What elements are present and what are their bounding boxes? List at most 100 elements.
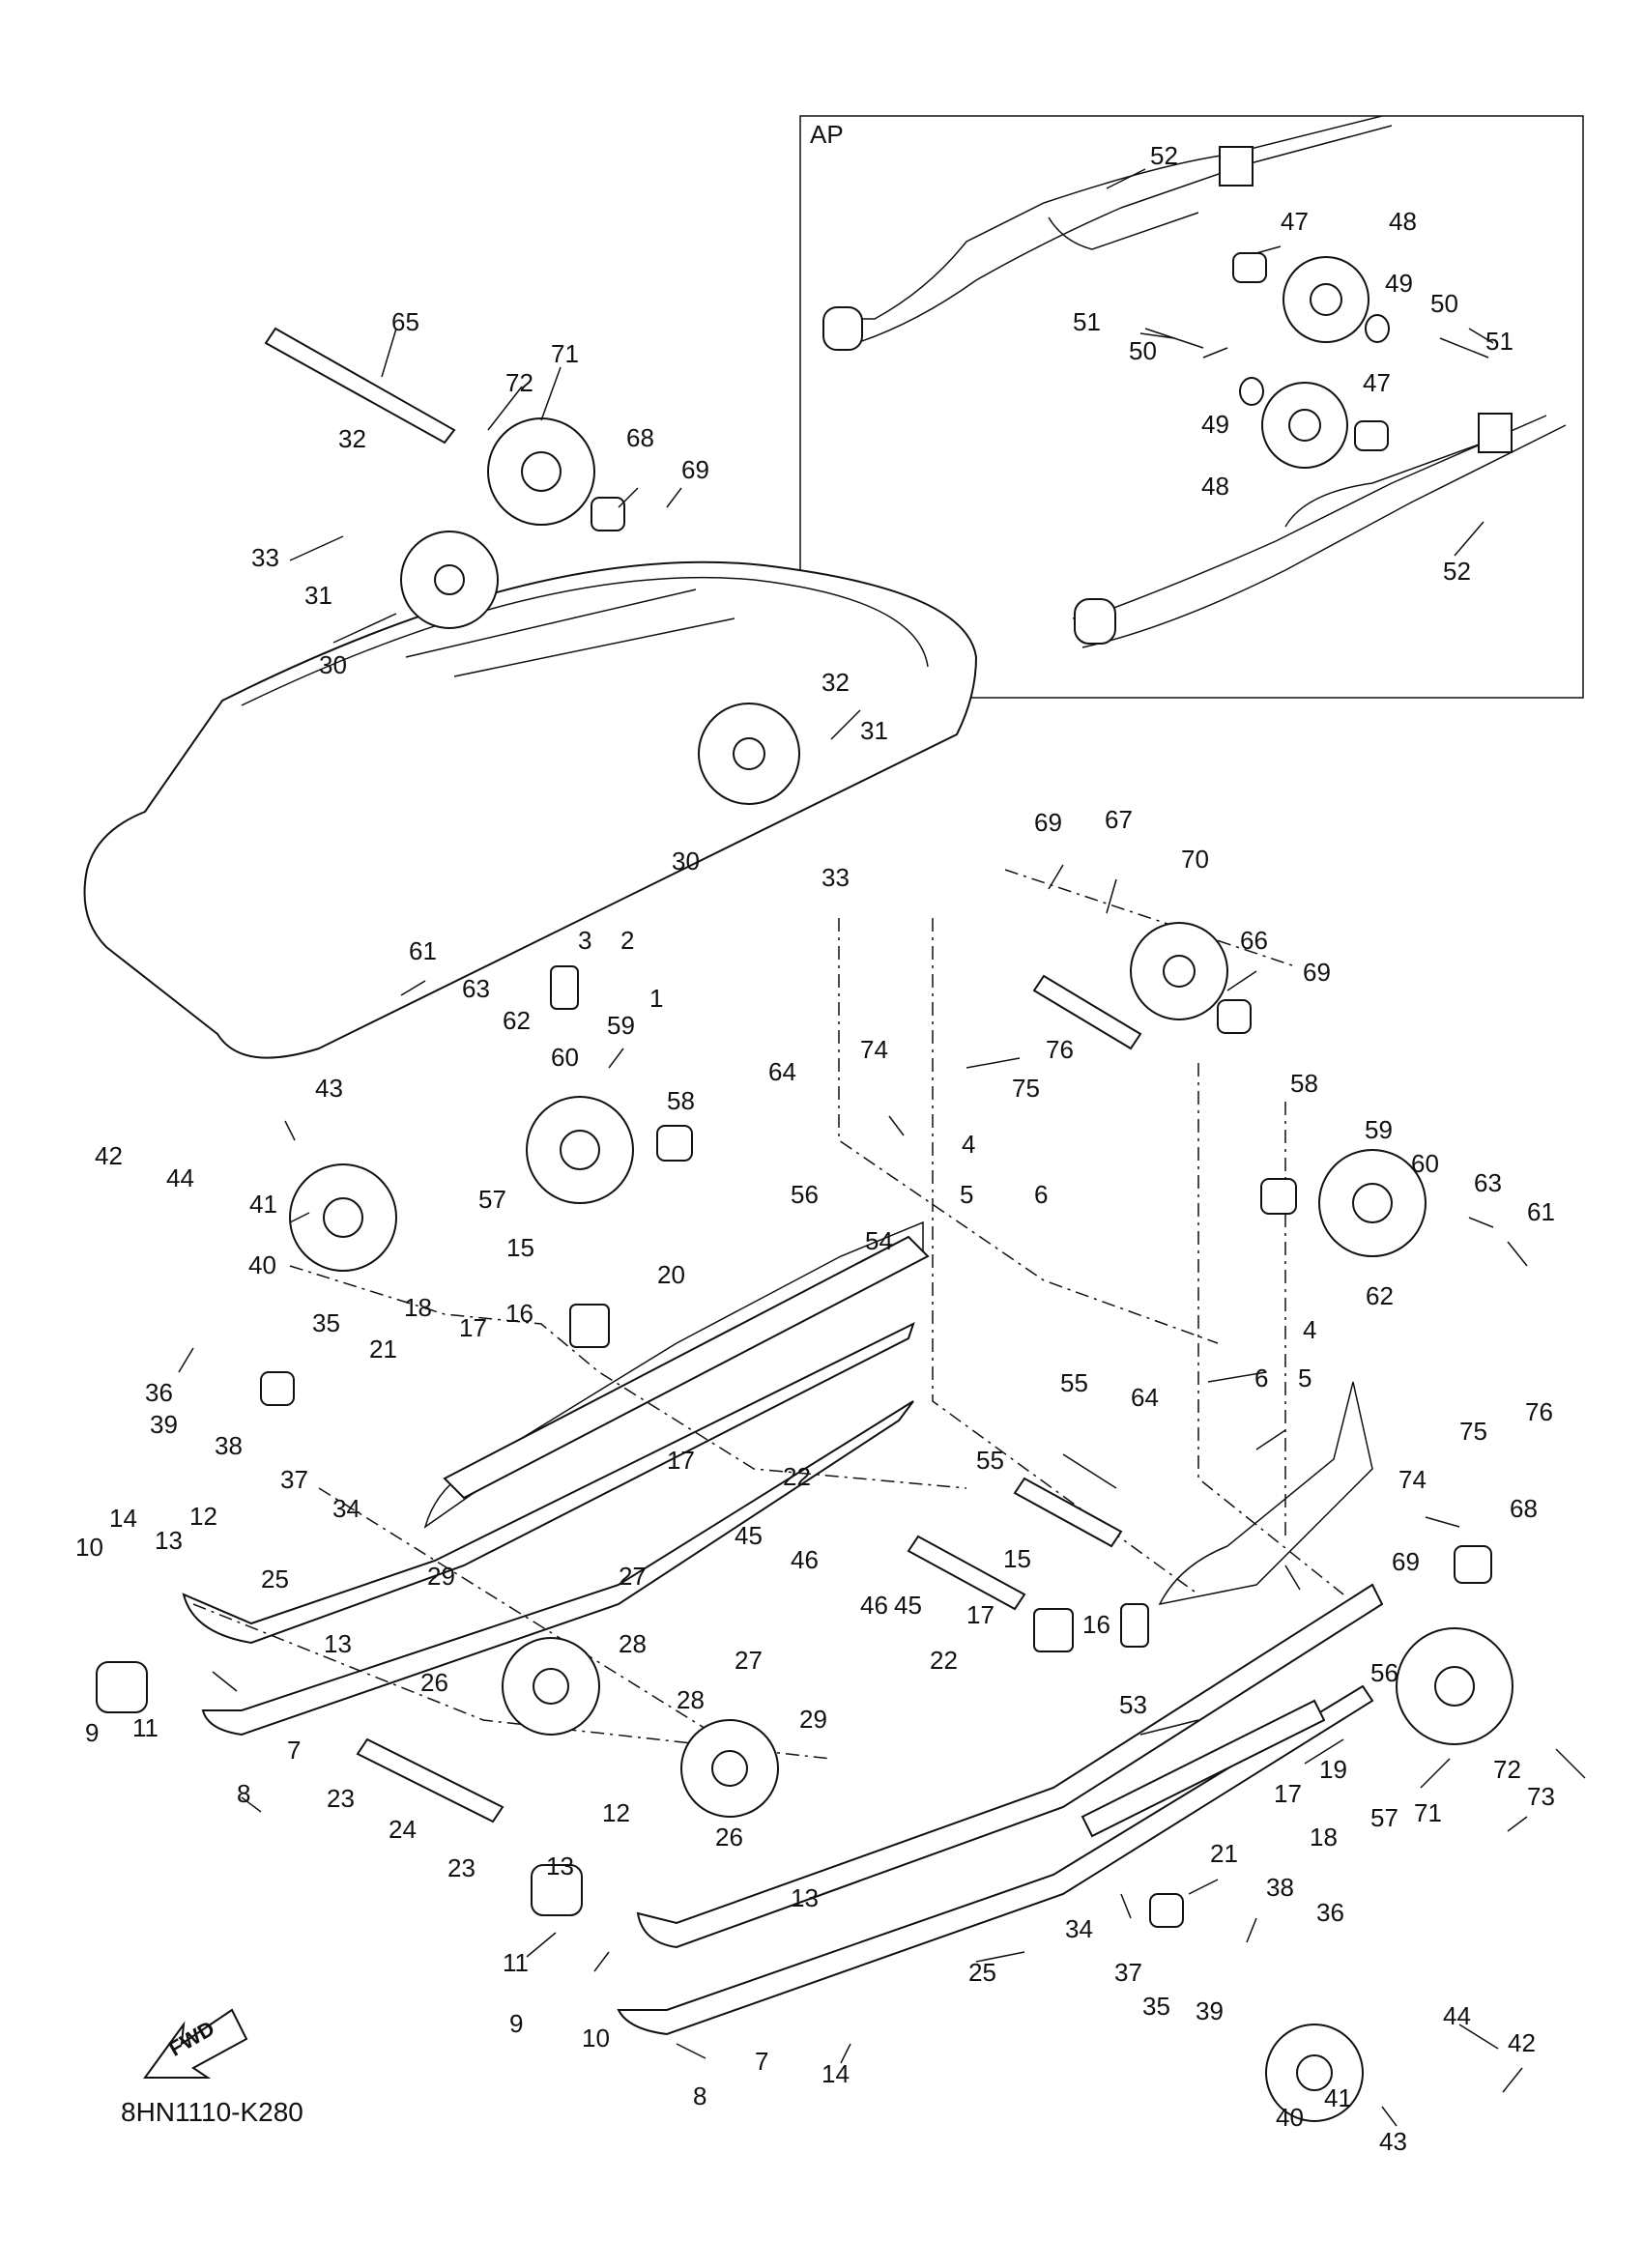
- callout-37: 37: [1114, 1958, 1142, 1987]
- callout-8: 8: [237, 1779, 250, 1808]
- callout-29: 29: [799, 1705, 827, 1734]
- callout-76: 76: [1046, 1035, 1074, 1064]
- callout-6: 6: [1034, 1180, 1048, 1209]
- callout-21: 21: [1210, 1839, 1238, 1868]
- callout-27: 27: [735, 1646, 763, 1675]
- callout-71: 71: [551, 339, 579, 368]
- callout-64: 64: [768, 1057, 796, 1086]
- callout-3: 3: [578, 926, 591, 955]
- callout-31: 31: [304, 581, 332, 610]
- callout-12: 12: [602, 1798, 630, 1827]
- inset-ap: AP: [799, 115, 1584, 699]
- idler-wheels: [289, 417, 1513, 2122]
- callout-42: 42: [1508, 2028, 1536, 2057]
- callout-30: 30: [319, 650, 347, 679]
- callout-20: 20: [657, 1260, 685, 1289]
- callout-37: 37: [280, 1465, 308, 1494]
- callout-61: 61: [409, 936, 437, 965]
- callout-29: 29: [427, 1562, 455, 1591]
- callout-45: 45: [735, 1521, 763, 1550]
- callout-36: 36: [145, 1378, 173, 1407]
- callout-58: 58: [667, 1086, 695, 1115]
- callout-53: 53: [1119, 1690, 1147, 1719]
- callout-28: 28: [677, 1685, 705, 1714]
- callout-11: 11: [503, 1948, 529, 1977]
- callouts: 65 71 72 32 33 31 30 68 69 32 31 30 33 3…: [75, 141, 1555, 2156]
- callout-55: 55: [1060, 1368, 1088, 1397]
- leader-lines: [178, 168, 1586, 2127]
- callout-28: 28: [619, 1629, 647, 1658]
- callout-43: 43: [1379, 2127, 1407, 2156]
- callout-24: 24: [389, 1815, 417, 1844]
- callout-23: 23: [327, 1784, 355, 1813]
- callout-12: 12: [189, 1502, 217, 1531]
- wheel-59-left: [526, 1096, 634, 1204]
- inset-callout-52: 52: [1443, 557, 1471, 586]
- callout-2: 2: [620, 926, 634, 955]
- callout-18: 18: [404, 1293, 432, 1322]
- callout-10: 10: [75, 1533, 103, 1562]
- callout-61: 61: [1527, 1197, 1555, 1226]
- callout-13: 13: [791, 1883, 819, 1912]
- callout-71: 71: [1414, 1798, 1442, 1827]
- callout-17: 17: [966, 1600, 994, 1629]
- callout-58: 58: [1290, 1069, 1318, 1098]
- callout-7: 7: [755, 2047, 768, 2076]
- callout-62: 62: [503, 1006, 531, 1035]
- callout-45: 45: [894, 1591, 922, 1620]
- callout-34: 34: [1065, 1914, 1093, 1943]
- fwd-arrow-icon: FWD: [143, 2008, 248, 2079]
- callout-55: 55: [976, 1446, 1004, 1475]
- callout-38: 38: [215, 1431, 243, 1460]
- callout-40: 40: [1276, 2103, 1304, 2132]
- inset-callout-49: 49: [1201, 410, 1229, 439]
- callout-6: 6: [1254, 1364, 1268, 1392]
- callout-73: 73: [1527, 1782, 1555, 1811]
- callout-33: 33: [822, 863, 850, 892]
- callout-44: 44: [166, 1163, 194, 1192]
- callout-35: 35: [312, 1308, 340, 1337]
- callout-22: 22: [930, 1646, 958, 1675]
- callout-72: 72: [1493, 1755, 1521, 1784]
- callout-60: 60: [1411, 1149, 1439, 1178]
- callout-27: 27: [619, 1562, 647, 1591]
- callout-5: 5: [1298, 1364, 1312, 1392]
- callout-70: 70: [1181, 845, 1209, 874]
- callout-32: 32: [338, 424, 366, 453]
- callout-23: 23: [447, 1853, 476, 1882]
- callout-33: 33: [251, 543, 279, 572]
- callout-76: 76: [1525, 1397, 1553, 1426]
- callout-46: 46: [860, 1591, 888, 1620]
- callout-56: 56: [1370, 1658, 1398, 1687]
- callout-5: 5: [960, 1180, 973, 1209]
- callout-67: 67: [1105, 805, 1133, 834]
- callout-21: 21: [369, 1335, 397, 1364]
- callout-34: 34: [332, 1494, 360, 1523]
- callout-1: 1: [649, 984, 663, 1013]
- callout-13: 13: [324, 1629, 352, 1658]
- callout-11: 11: [132, 1713, 159, 1742]
- callout-17: 17: [459, 1313, 487, 1342]
- callout-74: 74: [1398, 1465, 1427, 1494]
- callout-41: 41: [1324, 2083, 1352, 2112]
- callout-40: 40: [248, 1250, 276, 1279]
- inset-callout-48: 48: [1389, 207, 1417, 236]
- inset-callout-47: 47: [1281, 207, 1309, 236]
- callout-17: 17: [667, 1446, 695, 1475]
- callout-7: 7: [287, 1736, 301, 1765]
- callout-36: 36: [1316, 1898, 1344, 1927]
- callout-32: 32: [822, 668, 850, 697]
- callout-22: 22: [783, 1462, 811, 1491]
- callout-72: 72: [505, 368, 533, 397]
- callout-25: 25: [968, 1958, 996, 1987]
- wheel-27-center: [680, 1719, 779, 1818]
- callout-75: 75: [1012, 1074, 1040, 1103]
- callout-44: 44: [1443, 2001, 1471, 2030]
- callout-8: 8: [693, 2081, 706, 2110]
- slide-rails: [182, 1220, 1384, 2036]
- callout-14: 14: [109, 1504, 137, 1533]
- callout-15: 15: [506, 1233, 534, 1262]
- callout-69: 69: [1303, 958, 1331, 987]
- callout-16: 16: [1082, 1610, 1110, 1639]
